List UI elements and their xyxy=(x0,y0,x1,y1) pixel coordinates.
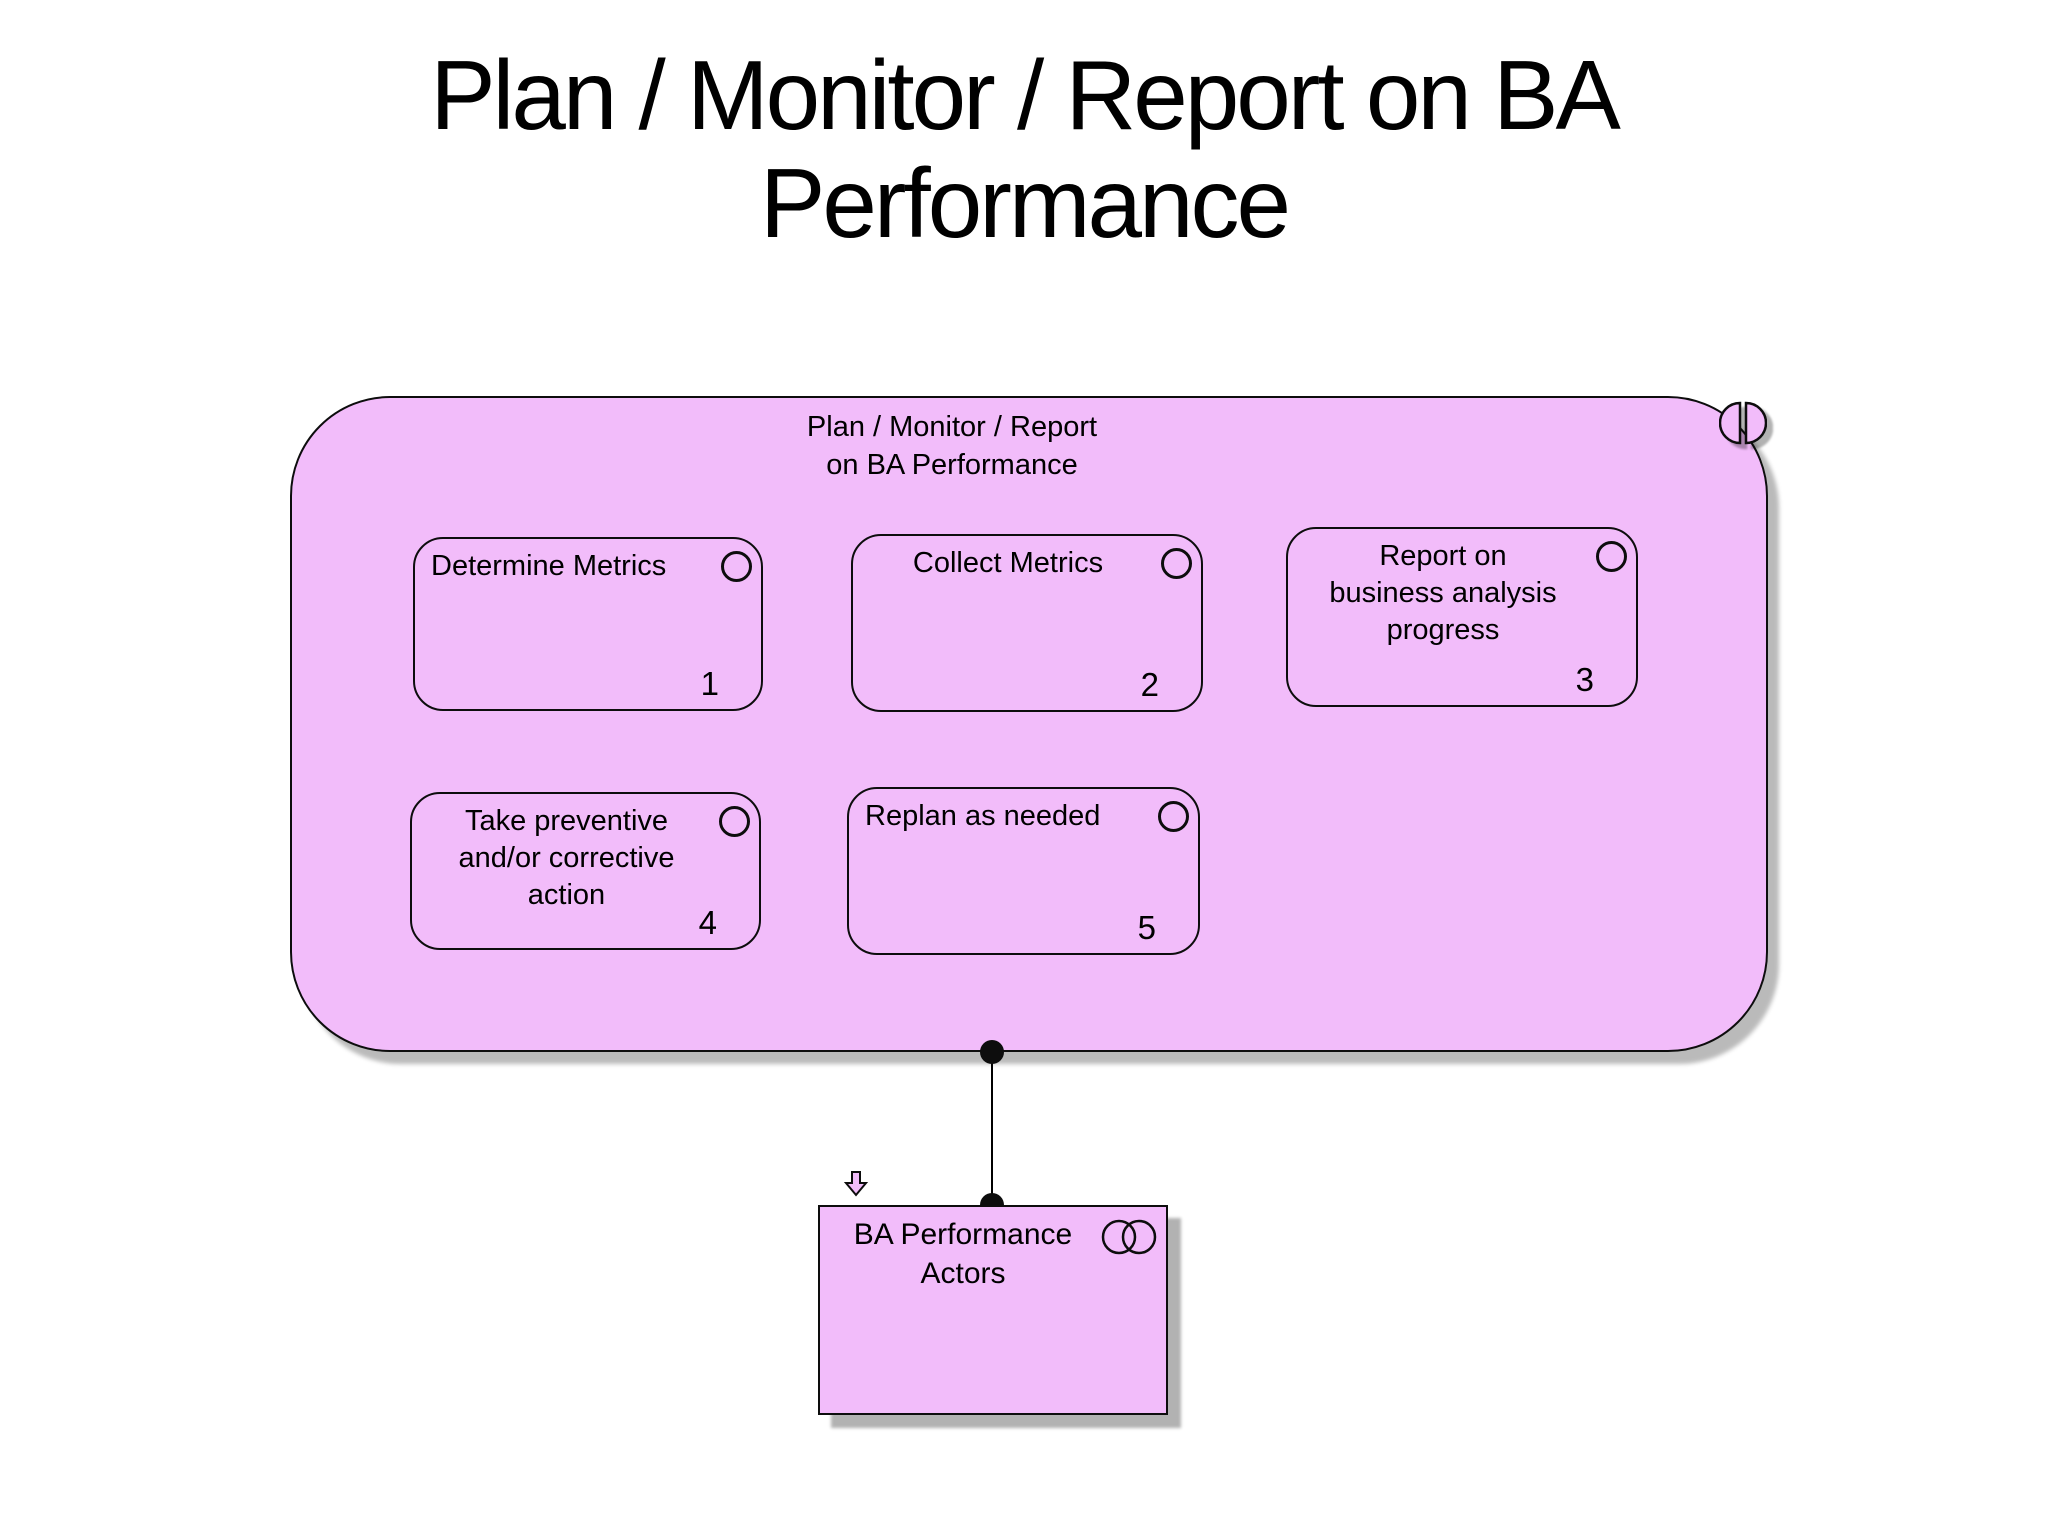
circle-icon xyxy=(1161,548,1192,579)
activity-number: 2 xyxy=(1140,666,1159,703)
activity-box-replan[interactable]: Replan as needed 5 xyxy=(847,787,1200,955)
circle-icon xyxy=(1596,541,1627,572)
interaction-icon xyxy=(1719,401,1767,445)
connector-endpoint-dot xyxy=(980,1040,1004,1064)
activity-box-preventive-action[interactable]: Take preventive and/or corrective action… xyxy=(410,792,761,950)
activity-number: 5 xyxy=(1137,909,1156,946)
activity-label: Take preventive and/or corrective action xyxy=(458,805,675,912)
circle-icon xyxy=(721,551,752,582)
activity-box-report-progress[interactable]: Report on business analysis progress 3 xyxy=(1286,527,1638,707)
activity-box-determine-metrics[interactable]: Determine Metrics 1 xyxy=(413,537,763,711)
activity-number: 3 xyxy=(1575,661,1594,698)
circle-icon xyxy=(719,806,750,837)
activity-box-collect-metrics[interactable]: Collect Metrics 2 xyxy=(851,534,1203,712)
down-arrow-icon xyxy=(843,1171,869,1197)
activity-label: Collect Metrics xyxy=(912,547,1104,579)
activity-label: Report on business analysis progress xyxy=(1329,540,1557,647)
activity-number: 4 xyxy=(698,904,717,941)
actor-box-ba-performance-actors[interactable]: BA Performance Actors xyxy=(818,1205,1168,1415)
actor-box-label: BA Performance Actors xyxy=(853,1218,1073,1290)
circle-icon xyxy=(1158,801,1189,832)
collaboration-icon xyxy=(1101,1219,1157,1255)
process-group-label: Plan / Monitor / Report on BA Performanc… xyxy=(806,411,1098,482)
activity-number: 1 xyxy=(700,665,719,702)
page-title: Plan / Monitor / Report on BA Performanc… xyxy=(430,40,1621,258)
activity-label: Determine Metrics xyxy=(431,550,667,582)
connector-line xyxy=(991,1052,993,1205)
activity-label: Replan as needed xyxy=(865,800,1101,832)
